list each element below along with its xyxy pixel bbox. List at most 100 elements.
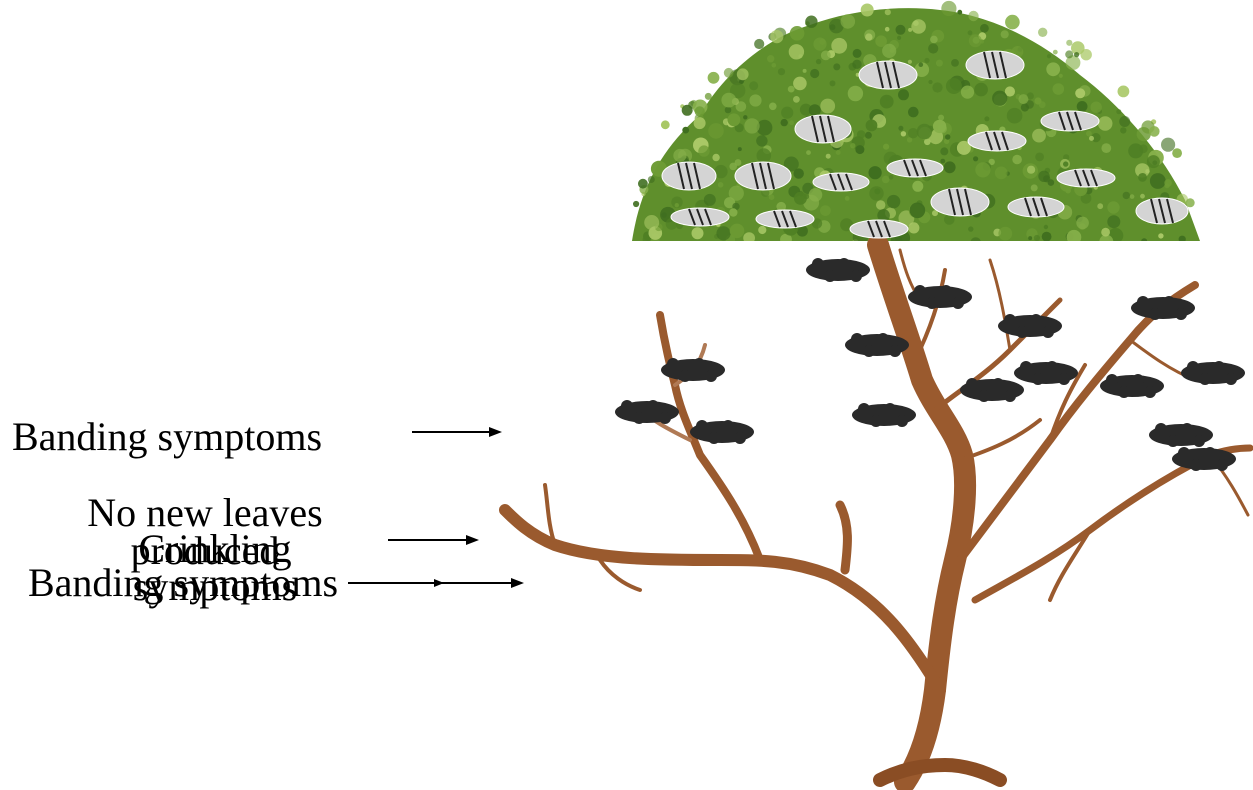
foliage-dot <box>1031 184 1038 191</box>
foliage-dot <box>1107 215 1120 228</box>
foliage-dot <box>1101 143 1111 153</box>
foliage-dot <box>938 124 947 133</box>
foliage-dot <box>793 96 800 103</box>
foliage-dot <box>729 208 737 216</box>
foliage-dot <box>908 60 912 64</box>
foliage-dot <box>969 34 982 47</box>
foliage-dot <box>1099 235 1113 249</box>
foliage-dot <box>756 135 767 146</box>
foliage-dot <box>1098 116 1113 131</box>
foliage-dot <box>874 188 880 194</box>
foliage-dot <box>998 227 1012 241</box>
foliage-dot <box>1063 161 1068 166</box>
foliage-dot <box>861 4 874 17</box>
foliage-dot <box>961 86 974 99</box>
foliage-dot <box>770 30 783 43</box>
foliage-dot <box>767 55 774 62</box>
foliage-dot <box>758 226 766 234</box>
dark-cloud-blob-icon <box>1131 296 1195 320</box>
foliage-dot <box>875 35 887 47</box>
foliage-dot <box>1059 74 1063 78</box>
foliage-dot <box>1138 173 1147 182</box>
foliage-dot <box>724 68 734 78</box>
dark-cloud-blob-icon <box>1014 361 1078 385</box>
foliage-dot <box>769 103 777 111</box>
foliage-dot <box>830 24 836 30</box>
foliage-dot <box>1053 83 1065 95</box>
label-banding-symptoms-top: Banding symptoms <box>12 418 322 456</box>
foliage-dot <box>744 118 759 133</box>
foliage-dot <box>1141 238 1147 244</box>
foliage-dot <box>743 115 747 119</box>
foliage-dot <box>889 175 894 180</box>
foliage-dot <box>1086 131 1092 137</box>
foliage-dot <box>908 28 912 32</box>
foliage-dot <box>738 147 742 151</box>
foliage-dot <box>940 147 948 155</box>
branch-right-main <box>960 285 1195 560</box>
foliage-dot <box>809 188 823 202</box>
foliage-dot <box>1032 129 1046 143</box>
foliage-dot <box>730 224 745 239</box>
foliage-dot <box>638 179 648 189</box>
foliage-dot <box>820 205 831 216</box>
branch-right-lower <box>975 448 1250 600</box>
foliage-dot <box>944 161 956 173</box>
dark-cloud-blob-icon <box>960 378 1024 402</box>
striped-oval-icon <box>735 162 791 190</box>
dark-cloud-blob-icon <box>690 420 754 444</box>
striped-oval-icon <box>859 61 917 89</box>
foliage-dot <box>708 123 724 139</box>
striped-oval-icon <box>931 188 989 216</box>
foliage-dot <box>957 10 962 15</box>
foliage-dot <box>866 120 878 132</box>
foliage-dot <box>995 167 1008 180</box>
dark-cloud-blob-icon <box>852 403 916 427</box>
foliage-dot <box>886 97 890 101</box>
foliage-dot <box>938 115 944 121</box>
foliage-dot <box>1074 52 1079 57</box>
foliage-dot <box>910 203 926 219</box>
foliage-dot <box>853 49 862 58</box>
foliage-dot <box>805 16 817 28</box>
striped-oval-icon <box>850 220 908 238</box>
foliage-dot <box>973 156 978 161</box>
foliage-dot <box>721 93 736 108</box>
foliage-dot <box>1089 136 1094 141</box>
foliage-dot <box>1044 225 1048 229</box>
foliage-dot <box>1067 230 1082 245</box>
foliage-dot <box>946 78 962 94</box>
foliage-dot <box>772 63 777 68</box>
foliage-dot <box>716 226 730 240</box>
foliage-dot <box>820 99 835 114</box>
foliage-dot <box>793 77 807 91</box>
foliage-dot <box>928 80 932 84</box>
foliage-dot <box>876 200 885 209</box>
foliage-dot <box>778 68 785 75</box>
foliage-dot <box>1047 54 1051 58</box>
foliage-dot <box>1161 138 1175 152</box>
foliage-dot <box>908 128 918 138</box>
trunk <box>878 245 965 782</box>
foliage-dot <box>694 117 706 129</box>
foliage-dot <box>901 131 906 136</box>
foliage-dot <box>1140 194 1145 199</box>
foliage-dot <box>1147 155 1160 168</box>
branch-center-4 <box>960 420 1040 460</box>
foliage-dot <box>1101 228 1110 237</box>
foliage-dot <box>806 150 811 155</box>
foliage-dot <box>932 82 942 92</box>
foliage-dot <box>941 1 956 16</box>
foliage-dot <box>841 14 856 29</box>
foliage-dot <box>1038 28 1047 37</box>
foliage-dot <box>1007 108 1023 124</box>
foliage-dot <box>781 107 793 119</box>
foliage-dot <box>1075 88 1085 98</box>
striped-oval-icon <box>813 173 869 191</box>
foliage-dot <box>882 176 890 184</box>
foliage-dot <box>896 25 906 35</box>
striped-oval-icon <box>662 162 716 190</box>
dark-cloud-blob-icon <box>806 258 870 282</box>
foliage-dot <box>810 69 819 78</box>
foliage-dot <box>692 227 704 239</box>
